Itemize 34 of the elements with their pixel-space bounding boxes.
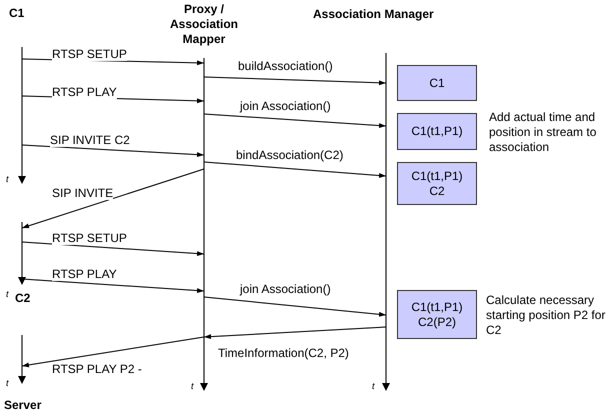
- time-axis-label: t: [191, 381, 194, 391]
- message-arrow: [204, 114, 386, 128]
- lifeline: C2: [15, 221, 39, 308]
- message-arrow: [204, 162, 386, 178]
- edge-label: bindAssociation(C2): [236, 148, 344, 162]
- time-axis-label: t: [6, 378, 9, 388]
- note-text: Calculate necessary starting position P2 for C2: [486, 293, 606, 338]
- time-axis-label: t: [6, 174, 9, 184]
- state-box: C1(t1,P1) C2: [397, 162, 477, 205]
- message-arrow: [204, 76, 386, 86]
- edge-label: SIP INVITE C2: [50, 133, 130, 147]
- message-arrow: [22, 336, 204, 368]
- lifeline: C1: [9, 6, 35, 186]
- state-box: C1(t1,P1) C2(P2): [397, 290, 477, 339]
- message-arrow: [22, 168, 204, 228]
- note-text: Add actual time and position in stream to association: [489, 110, 598, 155]
- edge-label: TimeInformation(C2, P2): [218, 346, 349, 360]
- edge-label: RTSP PLAY: [52, 267, 117, 281]
- edge-label: join Association(): [240, 99, 331, 113]
- time-axis-label: t: [372, 381, 375, 391]
- message-arrow: [22, 242, 204, 256]
- edge-label: join Association(): [240, 282, 331, 296]
- state-box: C1: [397, 65, 477, 101]
- message-arrow: [22, 144, 204, 158]
- edge-label: RTSP PLAY P2 -: [52, 362, 142, 376]
- state-box: C1(t1,P1): [397, 113, 477, 150]
- edge-label: RTSP SETUP: [52, 231, 127, 245]
- edge-label: RTSP SETUP: [52, 47, 127, 61]
- edge-label: buildAssociation(): [238, 59, 333, 73]
- message-arrow: [204, 296, 386, 317]
- time-axis-label: t: [6, 289, 9, 299]
- edge-label: RTSP PLAY: [52, 85, 117, 99]
- edge-label: SIP INVITE: [52, 186, 114, 200]
- message-arrow: [204, 326, 386, 340]
